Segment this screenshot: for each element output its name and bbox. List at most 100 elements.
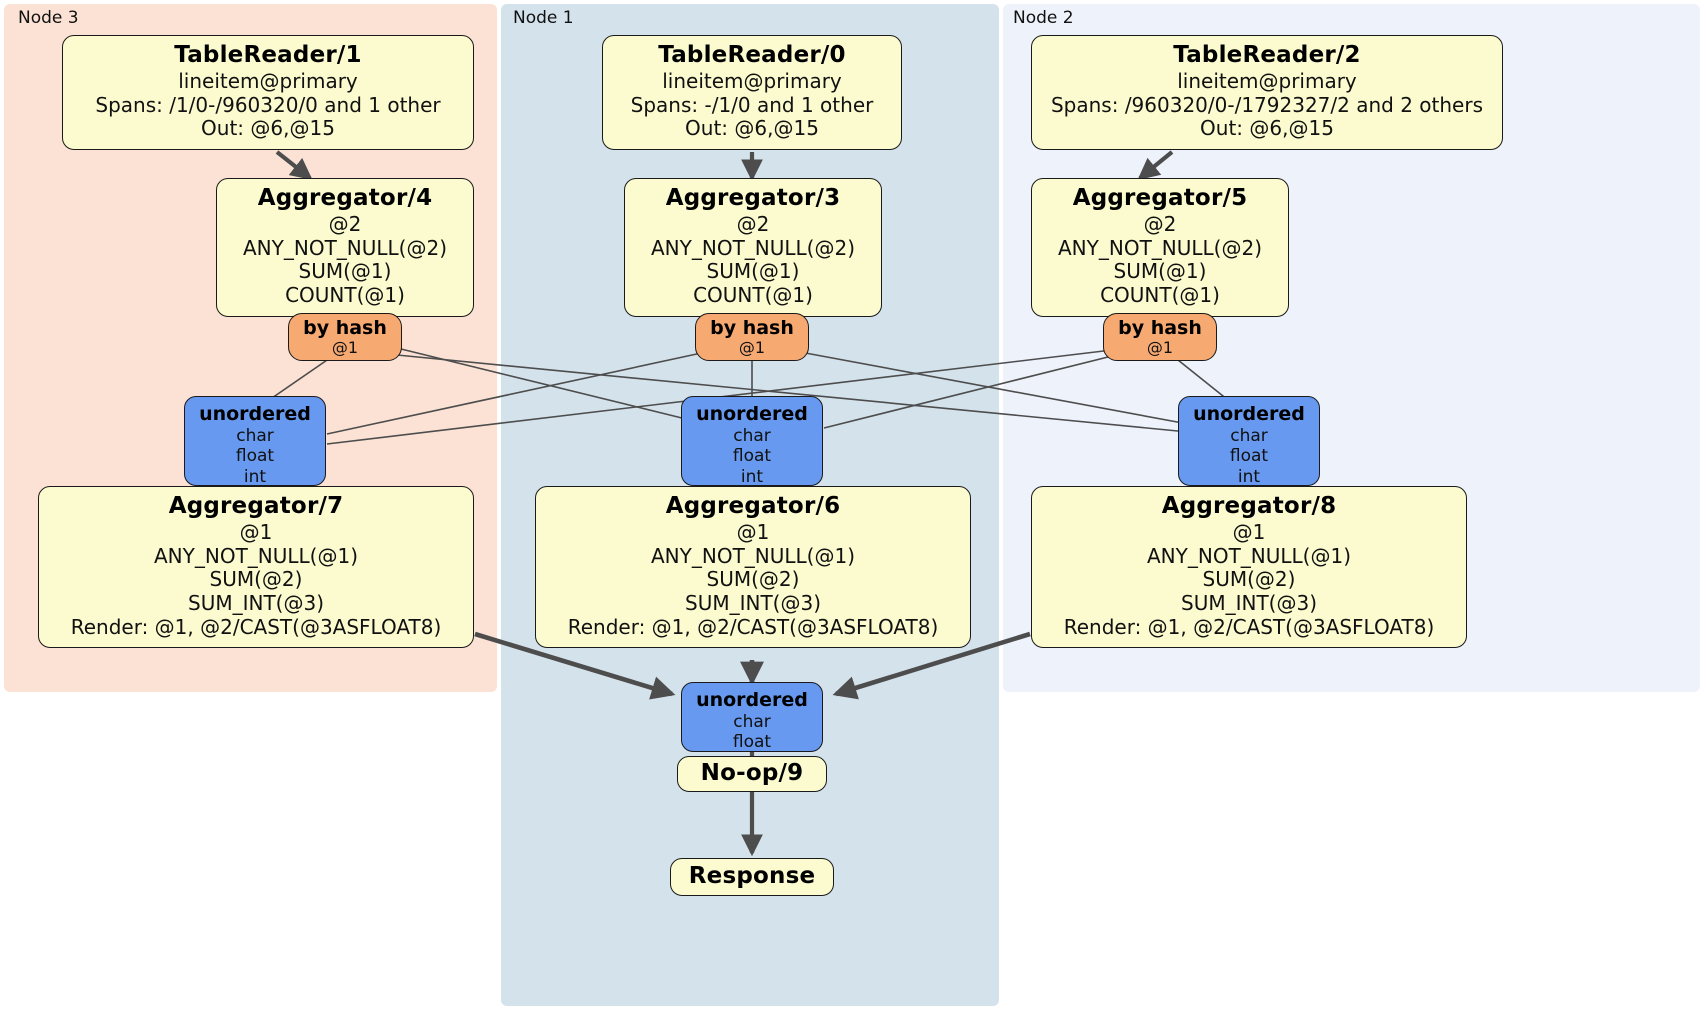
processor-detail-line: @2 <box>1143 212 1177 237</box>
processor-detail-line: ANY_NOT_NULL(@2) <box>243 235 447 260</box>
processor-detail-line: lineitem@primary <box>178 69 358 94</box>
region-node-2-label: Node 2 <box>1013 8 1074 28</box>
synchronizer-type-line: char <box>1230 425 1268 446</box>
processor-detail-line: SUM_INT(@3) <box>188 590 324 615</box>
processor-detail-line: ANY_NOT_NULL(@1) <box>651 543 855 568</box>
processor-detail-line: lineitem@primary <box>1177 69 1357 94</box>
processor-detail-line: Render: @1, @2/CAST(@3ASFLOAT8) <box>567 614 939 639</box>
processor-detail-line: @1 <box>736 520 770 545</box>
processor-detail-line: ANY_NOT_NULL(@2) <box>1058 235 1262 260</box>
processor-detail-line: Render: @1, @2/CAST(@3ASFLOAT8) <box>70 614 442 639</box>
router-by-hash-right[interactable]: by hash @1 <box>1103 313 1217 361</box>
synchronizer-type-line: int <box>740 466 764 487</box>
edge-hashleft-unorderedright <box>396 354 1189 433</box>
processor-detail-line: Out: @6,@15 <box>1200 116 1334 141</box>
processor-detail-line: SUM(@1) <box>706 259 800 284</box>
processor-detail-line: SUM(@2) <box>706 567 800 592</box>
synchronizer-title: unordered <box>199 403 311 425</box>
processor-detail-line: SUM(@1) <box>1113 259 1207 284</box>
synchronizer-title: unordered <box>696 403 808 425</box>
edge-hashleft-unorderedleft <box>271 357 331 399</box>
processor-detail-line: ANY_NOT_NULL(@1) <box>1147 543 1351 568</box>
router-by-hash-left[interactable]: by hash @1 <box>288 313 402 361</box>
synchronizer-type-line: float <box>732 732 772 753</box>
edge-aggregator7-unorderedfinal <box>474 631 676 700</box>
synchronizer-title: unordered <box>696 689 808 711</box>
synchronizer-unordered-right[interactable]: unordered char float int <box>1178 396 1320 487</box>
processor-detail-line: @1 <box>1232 520 1266 545</box>
router-title: by hash <box>1118 317 1202 339</box>
processor-detail-line: SUM(@1) <box>298 259 392 284</box>
region-node-1-label: Node 1 <box>513 8 574 28</box>
router-title: by hash <box>710 317 794 339</box>
processor-detail-line: COUNT(@1) <box>1100 282 1220 307</box>
processor-response[interactable]: Response <box>670 858 834 896</box>
edge-hashcenter-unorderedleft <box>326 351 707 435</box>
processor-detail-line: COUNT(@1) <box>285 282 405 307</box>
processor-tablereader-0[interactable]: TableReader/0 lineitem@primary Spans: -/… <box>602 35 902 150</box>
processor-tablereader-1[interactable]: TableReader/1 lineitem@primary Spans: /1… <box>62 35 474 150</box>
processor-detail-line: lineitem@primary <box>662 69 842 94</box>
processor-detail-line: Out: @6,@15 <box>201 116 335 141</box>
synchronizer-type-line: float <box>732 446 772 467</box>
edge-hashcenter-unorderedright <box>799 351 1189 425</box>
processor-detail-line: Spans: /960320/0-/1792327/2 and 2 others <box>1050 92 1483 117</box>
processor-detail-line: @2 <box>736 212 770 237</box>
processor-title: Aggregator/8 <box>1161 493 1337 519</box>
processor-title: Response <box>688 863 816 890</box>
synchronizer-type-line: char <box>733 425 771 446</box>
edge-hashright-unorderedfinal-local <box>1177 359 1229 401</box>
processor-detail-line: SUM(@2) <box>209 567 303 592</box>
processor-aggregator-6[interactable]: Aggregator/6 @1 ANY_NOT_NULL(@1) SUM(@2)… <box>535 486 971 649</box>
synchronizer-unordered-center[interactable]: unordered char float int <box>681 396 823 487</box>
processor-aggregator-5[interactable]: Aggregator/5 @2 ANY_NOT_NULL(@2) SUM(@1)… <box>1031 178 1289 317</box>
processor-title: TableReader/1 <box>174 42 362 68</box>
processor-detail-line: ANY_NOT_NULL(@2) <box>651 235 855 260</box>
processor-detail-line: Spans: -/1/0 and 1 other <box>630 92 874 117</box>
processor-aggregator-3[interactable]: Aggregator/3 @2 ANY_NOT_NULL(@2) SUM(@1)… <box>624 178 882 317</box>
processor-title: Aggregator/5 <box>1072 185 1248 211</box>
processor-detail-line: SUM_INT(@3) <box>685 590 821 615</box>
processor-detail-line: @2 <box>328 212 362 237</box>
synchronizer-type-line: char <box>236 425 274 446</box>
synchronizer-type-line: char <box>733 711 771 732</box>
edge-aggregator8-unorderedfinal <box>832 631 1031 700</box>
synchronizer-type-line: int <box>243 466 267 487</box>
processor-title: Aggregator/7 <box>168 493 344 519</box>
processor-noop-9[interactable]: No-op/9 <box>677 756 827 792</box>
router-by-hash-center[interactable]: by hash @1 <box>695 313 809 361</box>
processor-aggregator-8[interactable]: Aggregator/8 @1 ANY_NOT_NULL(@1) SUM(@2)… <box>1031 486 1467 649</box>
router-detail-line: @1 <box>738 338 766 358</box>
processor-detail-line: @1 <box>239 520 273 545</box>
edge-tablereader2-aggregator5 <box>1137 150 1174 181</box>
synchronizer-unordered-left[interactable]: unordered char float int <box>184 396 326 487</box>
synchronizer-type-line: float <box>1229 446 1269 467</box>
processor-title: No-op/9 <box>700 760 804 787</box>
processor-detail-line: Spans: /1/0-/960320/0 and 1 other <box>95 92 441 117</box>
router-detail-line: @1 <box>1146 338 1174 358</box>
region-node-3-label: Node 3 <box>18 8 79 28</box>
processor-detail-line: SUM_INT(@3) <box>1181 590 1317 615</box>
processor-detail-line: ANY_NOT_NULL(@1) <box>154 543 358 568</box>
synchronizer-unordered-final[interactable]: unordered char float <box>681 682 823 752</box>
processor-aggregator-7[interactable]: Aggregator/7 @1 ANY_NOT_NULL(@1) SUM(@2)… <box>38 486 474 649</box>
processor-title: TableReader/0 <box>658 42 846 68</box>
edge-hashright-unorderedcenter <box>823 355 1113 429</box>
synchronizer-type-line: float <box>235 446 275 467</box>
processor-title: Aggregator/4 <box>257 185 433 211</box>
processor-detail-line: SUM(@2) <box>1202 567 1296 592</box>
processor-tablereader-2[interactable]: TableReader/2 lineitem@primary Spans: /9… <box>1031 35 1503 150</box>
router-detail-line: @1 <box>331 338 359 358</box>
processor-title: TableReader/2 <box>1173 42 1361 68</box>
processor-title: Aggregator/6 <box>665 493 841 519</box>
synchronizer-title: unordered <box>1193 403 1305 425</box>
processor-detail-line: Out: @6,@15 <box>685 116 819 141</box>
router-title: by hash <box>303 317 387 339</box>
processor-aggregator-4[interactable]: Aggregator/4 @2 ANY_NOT_NULL(@2) SUM(@1)… <box>216 178 474 317</box>
processor-detail-line: COUNT(@1) <box>693 282 813 307</box>
edge-tablereader1-aggregator4 <box>275 150 313 181</box>
processor-detail-line: Render: @1, @2/CAST(@3ASFLOAT8) <box>1063 614 1435 639</box>
processor-title: Aggregator/3 <box>665 185 841 211</box>
